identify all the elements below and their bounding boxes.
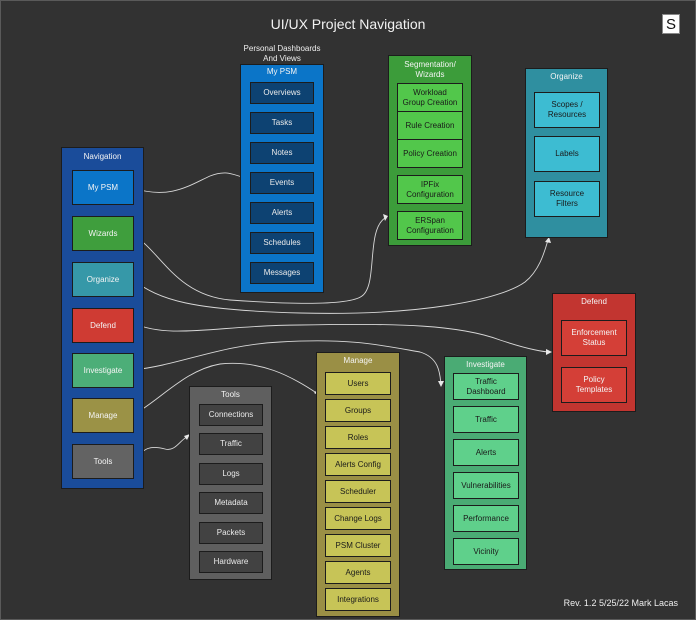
tools-item-packets[interactable]: Packets (199, 522, 263, 544)
page-title: UI/UX Project Navigation (270, 16, 426, 32)
investigate-item-traffic[interactable]: Traffic (453, 406, 519, 433)
nav-item-label: Defend (90, 320, 116, 330)
mypsm-panel-title: My PSM (266, 67, 298, 76)
investigate-item-vicinity[interactable]: Vicinity (453, 538, 519, 565)
tools-item-connections[interactable]: Connections (199, 404, 263, 426)
wizards-item-policy-creation[interactable]: Policy Creation (397, 139, 463, 168)
tools-panel-title: Tools (221, 390, 240, 399)
mypsm-item-messages[interactable]: Messages (250, 262, 314, 284)
mypsm-item-notes[interactable]: Notes (250, 142, 314, 164)
nav-item-organize[interactable]: Organize (72, 262, 134, 297)
mypsm-item-schedules[interactable]: Schedules (250, 232, 314, 254)
nav-item-label: My PSM (87, 182, 119, 192)
investigate-item-performance[interactable]: Performance (453, 505, 519, 532)
manage-item-psm-cluster[interactable]: PSM Cluster (325, 534, 391, 557)
manage-panel: Manage Users Groups Roles Alerts Config … (316, 352, 400, 617)
manage-item-scheduler[interactable]: Scheduler (325, 480, 391, 503)
tools-item-logs[interactable]: Logs (199, 463, 263, 485)
nav-item-label: Organize (86, 274, 120, 284)
nav-item-investigate[interactable]: Investigate (72, 353, 134, 388)
mypsm-panel: My PSM Overviews Tasks Notes Events Aler… (240, 64, 324, 293)
manage-item-users[interactable]: Users (325, 372, 391, 395)
mypsm-caption: Personal Dashboards And Views (243, 44, 321, 63)
organize-item-labels[interactable]: Labels (534, 136, 600, 172)
mypsm-item-tasks[interactable]: Tasks (250, 112, 314, 134)
mypsm-item-alerts[interactable]: Alerts (250, 202, 314, 224)
tools-item-traffic[interactable]: Traffic (199, 433, 263, 455)
manage-panel-title: Manage (343, 356, 373, 365)
nav-item-manage[interactable]: Manage (72, 398, 134, 433)
manage-item-groups[interactable]: Groups (325, 399, 391, 422)
mypsm-item-events[interactable]: Events (250, 172, 314, 194)
navigation-panel: Navigation My PSM Wizards Organize Defen… (61, 147, 144, 489)
nav-item-label: Wizards (88, 228, 118, 238)
mypsm-item-overviews[interactable]: Overviews (250, 82, 314, 104)
nav-item-my-psm[interactable]: My PSM (72, 170, 134, 205)
organize-item-scopes-resources[interactable]: Scopes /Resources (534, 92, 600, 128)
tools-panel: Tools Connections Traffic Logs Metadata … (189, 386, 272, 580)
manage-item-agents[interactable]: Agents (325, 561, 391, 584)
nav-item-label: Manage (88, 410, 118, 420)
tools-item-metadata[interactable]: Metadata (199, 492, 263, 514)
investigate-item-vulnerabilities[interactable]: Vulnerabilities (453, 472, 519, 499)
investigate-item-alerts[interactable]: Alerts (453, 439, 519, 466)
organize-panel: Organize Scopes /Resources Labels Resour… (525, 68, 608, 238)
manage-item-alerts-config[interactable]: Alerts Config (325, 453, 391, 476)
tools-item-hardware[interactable]: Hardware (199, 551, 263, 573)
organize-panel-title: Organize (550, 72, 583, 81)
wizards-panel-title: Segmentation/ Wizards (404, 60, 456, 79)
nav-item-tools[interactable]: Tools (72, 444, 134, 479)
navigation-panel-title: Navigation (83, 152, 122, 161)
manage-item-integrations[interactable]: Integrations (325, 588, 391, 611)
logo-icon: S (662, 14, 680, 34)
wizards-item-rule-creation[interactable]: Rule Creation (397, 111, 463, 140)
nav-item-defend[interactable]: Defend (72, 308, 134, 343)
revision-footer: Rev. 1.2 5/25/22 Mark Lacas (563, 598, 678, 608)
nav-item-label: Tools (93, 456, 113, 466)
defend-panel-title: Defend (581, 297, 607, 306)
investigate-panel-title: Investigate (466, 360, 505, 369)
manage-item-roles[interactable]: Roles (325, 426, 391, 449)
nav-item-label: Investigate (83, 365, 123, 375)
manage-item-change-logs[interactable]: Change Logs (325, 507, 391, 530)
nav-item-wizards[interactable]: Wizards (72, 216, 134, 251)
